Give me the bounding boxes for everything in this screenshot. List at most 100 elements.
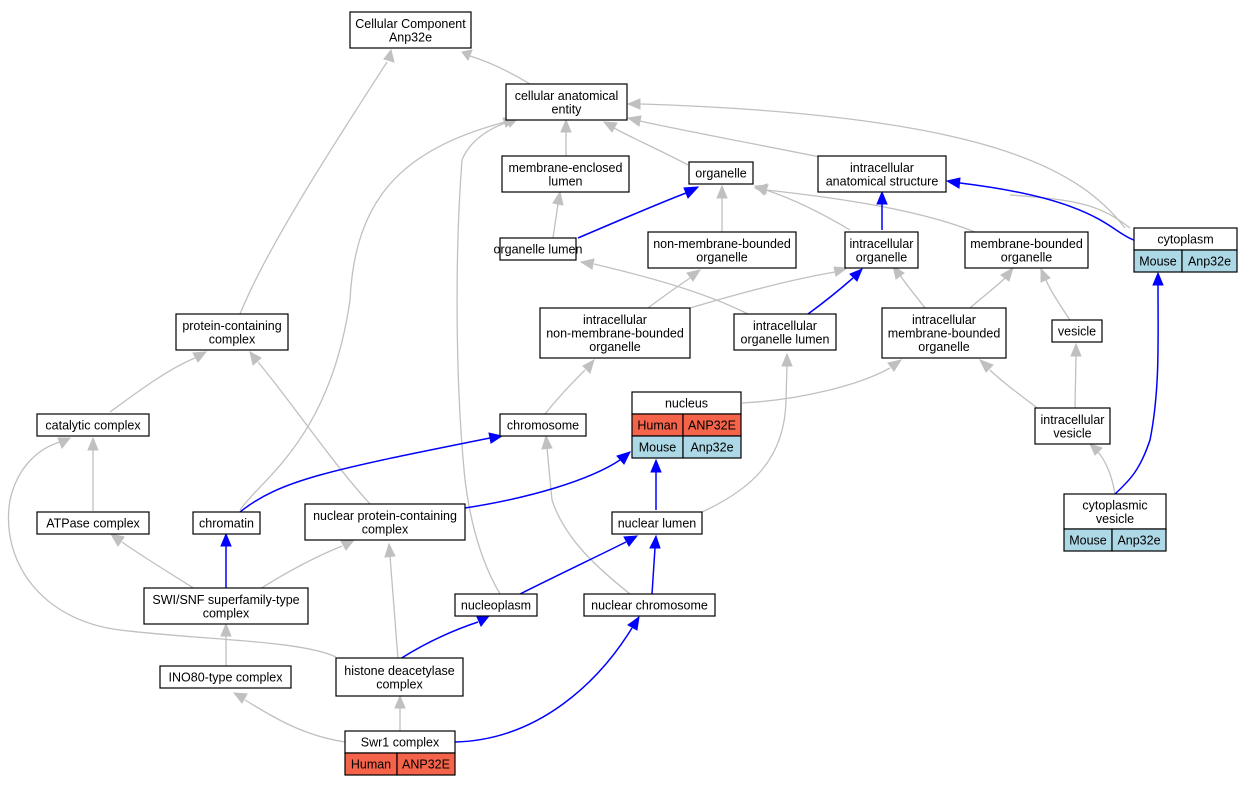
gene-label: ANP32E — [402, 758, 450, 772]
node-box — [1063, 493, 1167, 530]
edge-swr1-to-hdac — [394, 694, 406, 732]
edge-hdac-to-catalytic — [7, 437, 337, 658]
node-label-line: non-membrane-bounded — [653, 237, 791, 251]
go-term-chromatin[interactable]: chromatin — [192, 511, 261, 535]
edge-iol-to-orglumen — [579, 258, 749, 315]
edge-npcc-to-nucleus — [464, 451, 631, 509]
node-box — [192, 511, 261, 535]
node-label-line: cytoplasmic — [1082, 498, 1147, 512]
node-box — [583, 593, 716, 617]
node-box — [501, 155, 630, 193]
edge-cytoplasm-to-ias-blue — [945, 177, 1135, 241]
edge-orglumen-to-organelle — [577, 186, 700, 239]
node-box — [611, 511, 703, 535]
node-label-line: entity — [552, 102, 583, 116]
node-box — [688, 161, 754, 185]
node-label-line: organelle — [695, 167, 746, 181]
node-label-line: organelle — [918, 340, 969, 354]
edge-nucleus-to-imbo — [741, 359, 903, 404]
gene-label: Anp32e — [1117, 534, 1160, 548]
edge-mbo-to-organelle — [753, 183, 976, 233]
node-label-line: vesicle — [1053, 426, 1091, 440]
species-label: Human — [351, 758, 391, 772]
go-term-nchrom[interactable]: nuclear chromosome — [583, 593, 716, 617]
edge-cytoplasm-to-ias — [1009, 194, 1131, 229]
node-box — [454, 593, 538, 617]
go-term-inmbo[interactable]: intracellularnon-membrane-boundedorganel… — [539, 307, 691, 359]
edge-swr1-to-ino80 — [232, 692, 346, 743]
node-label-line: lumen — [548, 174, 582, 188]
node-label-line: histone deacetylase — [344, 664, 455, 678]
edge-intorg-to-ias — [876, 190, 888, 230]
edge-cvesicle-to-ivesicle — [1089, 443, 1116, 495]
node-label-line: nuclear lumen — [618, 517, 697, 531]
node-label-line: vesicle — [1096, 512, 1134, 526]
node-box — [647, 231, 797, 269]
node-box — [499, 413, 587, 437]
edge-chromatin-to-chromosome — [239, 432, 504, 513]
species-label: Mouse — [639, 441, 677, 455]
edge-nchrom-to-nlumen — [649, 534, 661, 595]
node-box — [349, 11, 472, 49]
edge-ino80-to-swisnf — [220, 622, 232, 667]
gene-cell — [396, 752, 456, 776]
go-term-vesicle[interactable]: vesicle — [1051, 319, 1103, 343]
go-term-catalytic[interactable]: catalytic complex — [36, 413, 150, 437]
node-label-line: Cellular Component — [355, 17, 466, 31]
node-label-line: anatomical structure — [826, 174, 939, 188]
edge-ivesicle-to-imbo — [978, 359, 1041, 411]
edge-iol-to-intorg — [807, 268, 863, 315]
species-label: Human — [637, 419, 677, 433]
go-term-orglumen[interactable]: organelle lumen — [494, 237, 583, 261]
edge-hdac-to-npcc — [384, 542, 399, 660]
node-box — [1051, 319, 1103, 343]
gene-label: Anp32e — [1188, 255, 1231, 269]
gene-label: Anp32e — [690, 441, 733, 455]
edge-cytoplasm-to-cae — [626, 98, 1126, 229]
node-box — [159, 665, 292, 689]
gene-cell — [682, 435, 742, 459]
go-term-atpase[interactable]: ATPase complex — [36, 511, 150, 535]
edge-swr1-to-nchrom — [454, 615, 640, 743]
edge-nucleoplasm-to-nlumen — [519, 535, 639, 595]
go-term-organelle[interactable]: organelle — [688, 161, 754, 185]
go-term-nucleoplasm[interactable]: nucleoplasm — [454, 593, 538, 617]
species-label: Mouse — [1139, 255, 1177, 269]
node-box — [36, 413, 150, 437]
edge-imbo-to-intorg — [892, 264, 926, 309]
go-term-nlumen[interactable]: nuclear lumen — [611, 511, 703, 535]
node-box — [335, 657, 464, 697]
node-box — [505, 83, 628, 121]
edge-hdac-to-nucleoplasm — [399, 615, 491, 660]
node-label-line: cytoplasm — [1157, 233, 1213, 247]
gene-cell — [1181, 249, 1238, 273]
go-term-chromosome[interactable]: chromosome — [499, 413, 587, 437]
go-term-ino80[interactable]: INO80-type complex — [159, 665, 292, 689]
edge-inmbo-to-intorg — [689, 266, 849, 309]
node-label-line: intracellular — [850, 237, 914, 251]
node-label-line: protein-containing — [182, 319, 281, 333]
edge-vesicle-to-mbo — [1040, 267, 1071, 321]
node-box — [143, 587, 309, 625]
species-label: Mouse — [1069, 534, 1107, 548]
node-label-line: organelle — [696, 250, 747, 264]
